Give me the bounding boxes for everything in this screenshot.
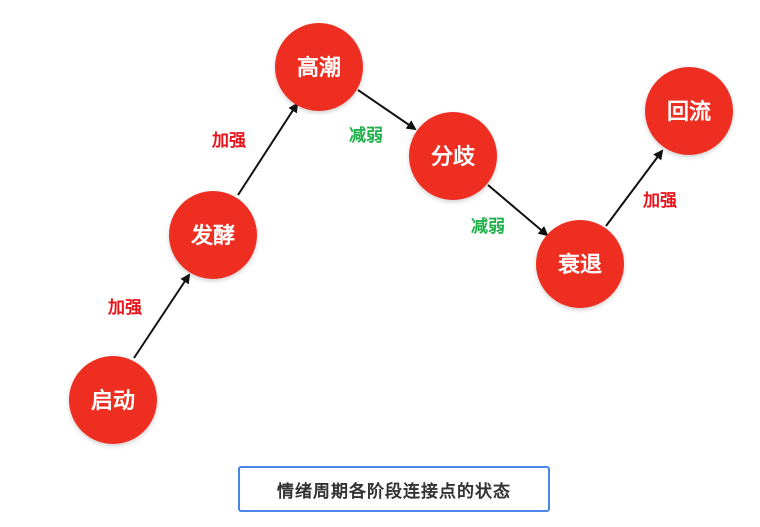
edge-label-shuaitui-huiliu: 加强: [642, 191, 677, 211]
node-fenqi: 分歧: [409, 112, 497, 200]
node-huiliu: 回流: [645, 67, 733, 155]
caption-box: 情绪周期各阶段连接点的状态: [238, 466, 550, 512]
node-label-fajiao: 发酵: [190, 223, 235, 249]
edge-label-fajiao-gaochao: 加强: [211, 131, 246, 151]
node-fajiao: 发酵: [169, 191, 257, 279]
arrow-fenqi-to-shuaitui: [487, 184, 549, 237]
edge-label-gaochao-fenqi: 减弱: [349, 125, 383, 146]
node-label-gaochao: 高潮: [297, 55, 341, 81]
node-gaochao: 高潮: [275, 23, 363, 111]
arrow-fajiao-to-gaochao: [237, 102, 299, 196]
node-shuaitui: 衰退: [536, 220, 624, 308]
caption-text: 情绪周期各阶段连接点的状态: [277, 481, 511, 502]
edge-label-qidong-fajiao: 加强: [107, 298, 142, 318]
edge-label-fenqi-shuaitui: 减弱: [471, 216, 505, 237]
arrow-shuaitui-to-huiliu: [605, 149, 664, 227]
node-qidong: 启动: [69, 356, 157, 444]
arrow-qidong-to-fajiao: [133, 273, 191, 359]
node-label-huiliu: 回流: [667, 99, 711, 125]
node-label-shuaitui: 衰退: [557, 252, 602, 278]
arrow-gaochao-to-fenqi: [357, 89, 417, 131]
node-label-fenqi: 分歧: [431, 145, 475, 170]
node-label-qidong: 启动: [91, 388, 135, 414]
